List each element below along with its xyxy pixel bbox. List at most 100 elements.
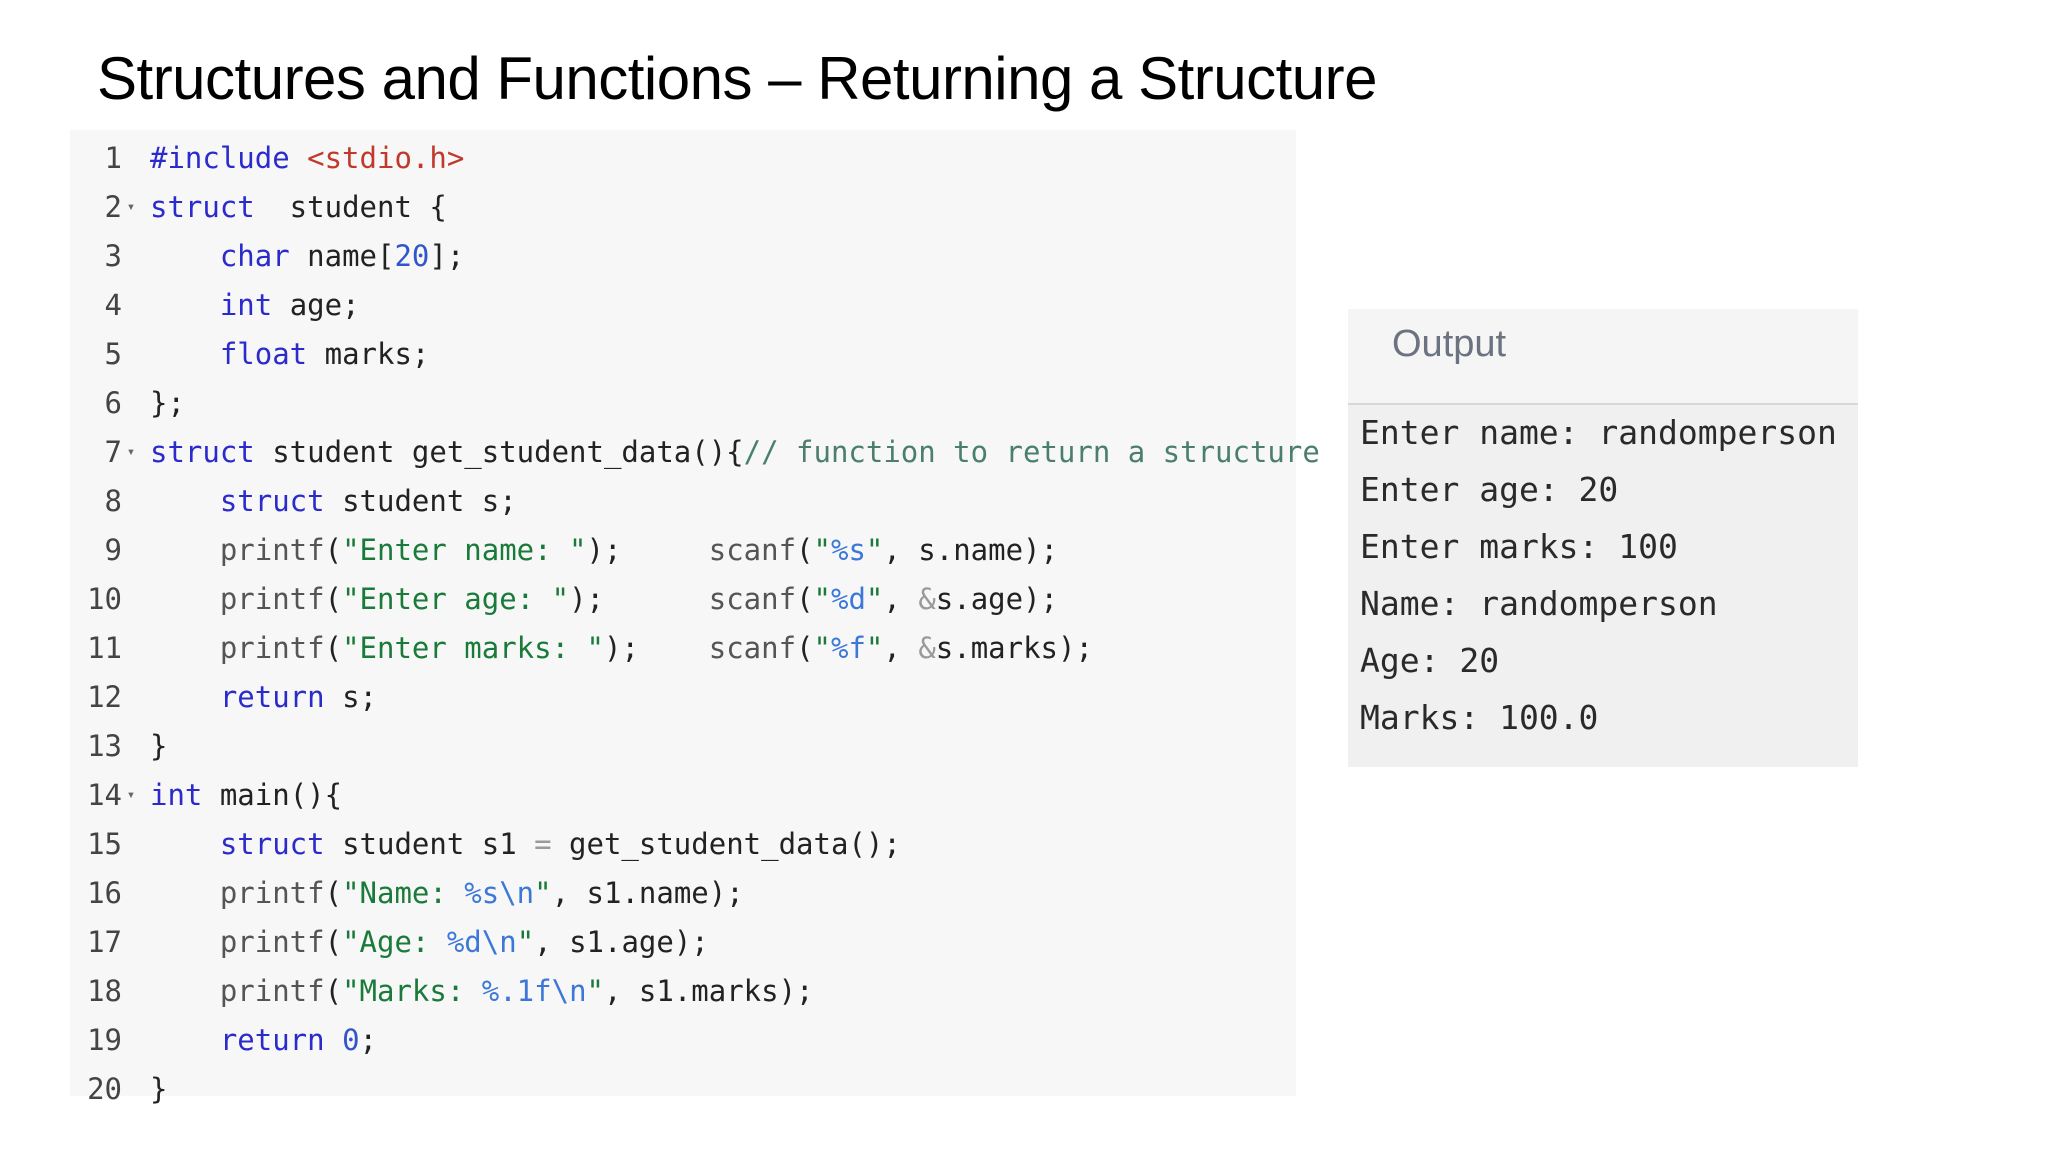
code-token [150, 1023, 220, 1057]
code-line: 12 return s; [70, 673, 377, 722]
fold-caret-icon[interactable]: ▾ [126, 199, 136, 215]
code-line: 2▾struct student { [70, 183, 447, 232]
code-line: 13} [70, 722, 167, 771]
code-token [150, 288, 220, 322]
code-token: } [150, 729, 168, 763]
code-token: printf [219, 925, 325, 959]
code-token: struct [219, 827, 325, 861]
code-token: ( [324, 925, 343, 959]
code-text: }; [140, 379, 185, 428]
code-token: char [219, 239, 290, 273]
code-text: printf("Enter age: "); scanf("%d", &s.ag… [140, 575, 1058, 624]
line-number: 15 [87, 827, 122, 861]
code-token: "Age: [342, 925, 447, 959]
code-token: = [534, 827, 552, 861]
code-text: printf("Enter name: "); scanf("%s", s.na… [140, 526, 1058, 575]
code-line: 4 int age; [70, 281, 360, 330]
code-token: " [813, 582, 831, 616]
line-number: 8 [104, 484, 122, 518]
code-editor: 1#include <stdio.h>2▾struct student {3 c… [70, 130, 1320, 1106]
code-token: %.1f\n [481, 974, 587, 1008]
code-line: 18 printf("Marks: %.1f\n", s1.marks); [70, 967, 814, 1016]
fold-caret-icon[interactable]: ▾ [126, 444, 136, 460]
code-text: #include <stdio.h> [140, 134, 464, 183]
code-token: ); [586, 533, 709, 567]
code-token: "Name: [342, 876, 465, 910]
code-token: int [219, 288, 273, 322]
code-token: int [150, 778, 203, 812]
code-token: name[ [289, 239, 395, 273]
slide-title: Structures and Functions – Returning a S… [97, 45, 1378, 112]
code-line: 17 printf("Age: %d\n", s1.age); [70, 918, 709, 967]
code-token: ( [324, 582, 343, 616]
line-number: 1 [104, 141, 122, 175]
code-token [150, 631, 220, 665]
code-token: scanf [708, 582, 797, 616]
code-token: ( [324, 974, 343, 1008]
code-token: s.marks); [935, 631, 1093, 665]
code-token [150, 925, 220, 959]
line-number: 2 [104, 190, 122, 224]
code-token: // function to return a structure [743, 435, 1320, 469]
code-line: 10 printf("Enter age: "); scanf("%d", &s… [70, 575, 1058, 624]
code-text: printf("Name: %s\n", s1.name); [140, 869, 744, 918]
code-text: struct student get_student_data(){// fun… [140, 428, 1320, 477]
code-line: 8 struct student s; [70, 477, 517, 526]
output-line: Enter marks: 100 [1360, 527, 1678, 566]
code-token: student { [254, 190, 447, 224]
code-token: student get_student_data(){ [254, 435, 744, 469]
code-line: 3 char name[20]; [70, 232, 465, 281]
code-token: return [219, 680, 325, 714]
output-header: Output [1348, 309, 1858, 405]
code-token: ( [324, 533, 343, 567]
code-token: <stdio.h> [307, 141, 465, 175]
code-token: printf [219, 582, 325, 616]
code-token [150, 337, 220, 371]
code-token: %s [830, 533, 866, 567]
code-token: ); [569, 582, 709, 616]
output-line: Marks: 100.0 [1360, 698, 1599, 737]
line-number: 14 [87, 778, 122, 812]
code-text: struct student s; [140, 477, 517, 526]
code-token: ]; [429, 239, 465, 273]
code-token: 0 [342, 1023, 360, 1057]
line-number: 11 [87, 631, 122, 665]
code-token [150, 876, 220, 910]
code-text: char name[20]; [140, 232, 464, 281]
code-token: ( [796, 582, 814, 616]
code-text: printf("Marks: %.1f\n", s1.marks); [140, 967, 814, 1016]
code-token: printf [219, 533, 325, 567]
code-token: ); [603, 631, 709, 665]
code-line: 16 printf("Name: %s\n", s1.name); [70, 869, 744, 918]
code-token: , [883, 631, 919, 665]
line-number: 17 [87, 925, 122, 959]
output-line: Age: 20 [1360, 641, 1500, 680]
code-text: } [140, 1065, 167, 1114]
code-line: 7▾struct student get_student_data(){// f… [70, 428, 1320, 477]
output-title: Output [1392, 323, 1507, 365]
code-token: scanf [708, 631, 797, 665]
line-number: 13 [87, 729, 122, 763]
line-number: 4 [104, 288, 122, 322]
code-token [150, 533, 220, 567]
code-token: ( [324, 631, 343, 665]
line-number: 19 [87, 1023, 122, 1057]
code-line: 14▾int main(){ [70, 771, 342, 820]
fold-caret-icon[interactable]: ▾ [126, 787, 136, 803]
code-text: struct student { [140, 183, 447, 232]
code-token: scanf [708, 533, 797, 567]
code-text: float marks; [140, 330, 430, 379]
code-token: " [534, 876, 552, 910]
code-token: & [918, 582, 936, 616]
line-number: 12 [87, 680, 122, 714]
code-token: %d\n [446, 925, 517, 959]
code-token [150, 680, 220, 714]
code-token: " [865, 631, 884, 665]
code-token: " [586, 974, 604, 1008]
code-token: age; [272, 288, 360, 322]
code-token: printf [219, 631, 325, 665]
code-token: , s.name); [883, 533, 1058, 567]
code-token: %d [831, 582, 866, 616]
line-number: 7 [104, 435, 122, 469]
